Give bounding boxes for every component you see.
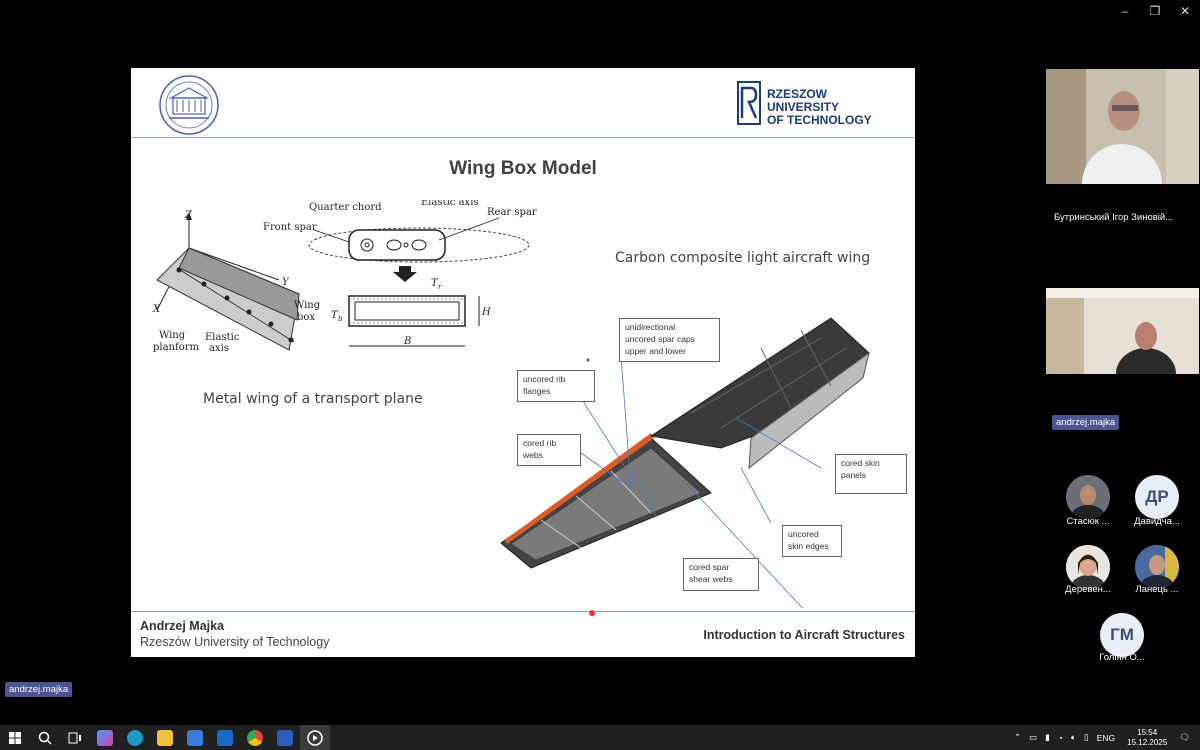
callout-shear-webs-line1: cored spar [689,562,730,572]
presenter-tag: andrzej.majka [5,682,73,697]
h-dimension-label: H [481,307,491,318]
tb-sub-label: b [338,315,343,323]
participant-video-1[interactable] [1046,69,1199,184]
word-icon[interactable] [270,725,300,750]
avatar-5[interactable]: ГМ [1100,613,1144,657]
search-icon[interactable] [30,725,60,750]
lviv-polytechnic-logo [159,75,219,135]
store-icon[interactable] [180,725,210,750]
shared-slide: RZESZOW UNIVERSITY OF TECHNOLOGY Wing Bo… [131,68,915,657]
logo-text-line2: OF TECHNOLOGY [767,113,872,127]
copilot-icon[interactable] [90,725,120,750]
clock-date: 15.12.2025 [1127,737,1168,747]
z-axis-label: Z [184,210,193,221]
wing-box-diagram: Z Y X Wing box Wing planform Elastic axi… [152,200,537,354]
callout-rib-webs-line2: webs [523,450,543,460]
callout-shear-webs-line2: shear webs [689,574,733,584]
rzeszow-emblem-icon [737,81,761,125]
composite-wing-illustration [500,317,870,608]
language-indicator[interactable]: ENG [1096,732,1116,743]
participant-tag-2: andrzej.majka [1052,415,1120,430]
caption-carbon-wing: Carbon composite light aircraft wing [615,250,871,266]
callout-shear-webs: cored spar shear webs [683,558,759,591]
edge-icon[interactable] [120,725,150,750]
quarter-chord-label: Quarter chord [309,202,382,213]
callout-spar-caps: unidirectional uncored spar caps upper a… [619,318,720,362]
callout-skin-edges-line1: uncored [788,529,819,539]
callout-spar-caps-line2: uncored spar caps [625,334,695,344]
wifi-icon[interactable]: ◔ [1057,732,1063,743]
system-tray: ⌃ ▭ ▮ ◔ 🔈︎ ▯ ENG 15:54 15.12.2025 🗨︎ [1010,725,1200,750]
callout-rib-webs: cored rib webs [517,434,581,466]
slide-author: Andrzej Majka [140,619,225,633]
close-icon[interactable]: ✕ [1179,4,1191,18]
start-icon[interactable] [0,725,30,750]
battery-status-icon[interactable]: ▯ [1084,732,1089,742]
x-axis-label: X [152,304,161,315]
task-view-icon[interactable] [60,725,90,750]
slide-footer-divider [131,611,915,612]
laser-pointer-icon [589,610,595,616]
slide-title: Wing Box Model [449,158,597,179]
avatar-name-3: Деревен... [1065,584,1111,595]
rzeszow-logo: RZESZOW UNIVERSITY OF TECHNOLOGY [737,80,897,127]
b-dimension-label: B [403,336,411,347]
tr-label: T [431,278,439,289]
file-explorer-icon[interactable] [150,725,180,750]
callout-skin-panels-line1: cored skin [841,458,880,468]
callout-rib-flanges-line1: uncored rib [523,374,566,384]
callout-skin-edges-line2: skin edges [788,541,829,551]
tr-sub-label: r [438,283,442,291]
notification-icon[interactable]: 🗨︎ [1179,732,1190,742]
slide-university: Rzeszów University of Technology [140,635,330,649]
restore-icon[interactable]: ❐ [1149,4,1161,18]
callout-skin-panels-line2: panels [841,470,867,480]
callout-rib-flanges-line2: flanges [523,386,551,396]
wing-planform-label-2: planform [153,342,200,353]
tb-label: T [331,310,339,321]
avatar-3[interactable] [1066,545,1110,589]
participant-name-1: Бутринський Ігор Зиновій... [1054,212,1174,223]
clock[interactable]: 15:54 15.12.2025 [1127,728,1167,748]
chevron-up-icon[interactable]: ⌃ [1013,732,1022,742]
y-axis-label: Y [282,277,290,288]
minimize-icon[interactable]: – [1121,4,1129,18]
avatar-name-4: Ланець ... [1135,584,1179,595]
callout-skin-panels: cored skin panels [835,454,907,494]
battery-icon[interactable]: ▮ [1045,732,1050,742]
caption-metal-wing: Metal wing of a transport plane [203,391,423,407]
callout-skin-edges: uncored skin edges [782,525,842,557]
avatar-name-5: Голіян О... [1099,652,1145,663]
callout-rib-flanges: uncored rib flanges [517,370,595,402]
wing-box-label-1: Wing [294,300,321,311]
rear-spar-label: Rear spar [487,207,537,218]
outlook-icon[interactable] [210,725,240,750]
avatar-1[interactable] [1066,475,1110,519]
windows-taskbar: ⌃ ▭ ▮ ◔ 🔈︎ ▯ ENG 15:54 15.12.2025 🗨︎ [0,725,1200,750]
window-controls: – ❐ ✕ [1110,0,1200,22]
wing-planform-label-1: Wing [159,330,186,341]
display-icon[interactable]: ▭ [1029,732,1038,742]
chrome-icon[interactable] [240,725,270,750]
logo-text-line1: RZESZOW UNIVERSITY [767,87,840,114]
avatar-name-1: Стасюк ... [1066,516,1110,527]
avatar-2[interactable]: ДР [1135,475,1179,519]
volume-icon[interactable]: 🔈︎ [1070,732,1077,742]
front-spar-label: Front spar [263,222,317,233]
callout-spar-caps-line1: unidirectional [625,322,676,332]
clock-time: 15:54 [1137,727,1158,737]
wing-box-label-2: box [297,312,315,323]
elastic-axis-label-1: Elastic [205,332,240,343]
callout-rib-webs-line1: cored rib [523,438,557,448]
slide-course-title: Introduction to Aircraft Structures [703,628,905,642]
avatar-name-2: Давидча... [1134,516,1180,527]
elastic-axis-label-2: axis [209,343,229,354]
meeting-app-icon[interactable] [300,725,330,750]
avatar-4[interactable] [1135,545,1179,589]
elastic-axis-top-label: Elastic axis [421,200,479,208]
slide-header-divider [131,137,915,138]
participant-video-2[interactable] [1046,288,1199,374]
callout-spar-caps-line3: upper and lower [625,346,686,356]
